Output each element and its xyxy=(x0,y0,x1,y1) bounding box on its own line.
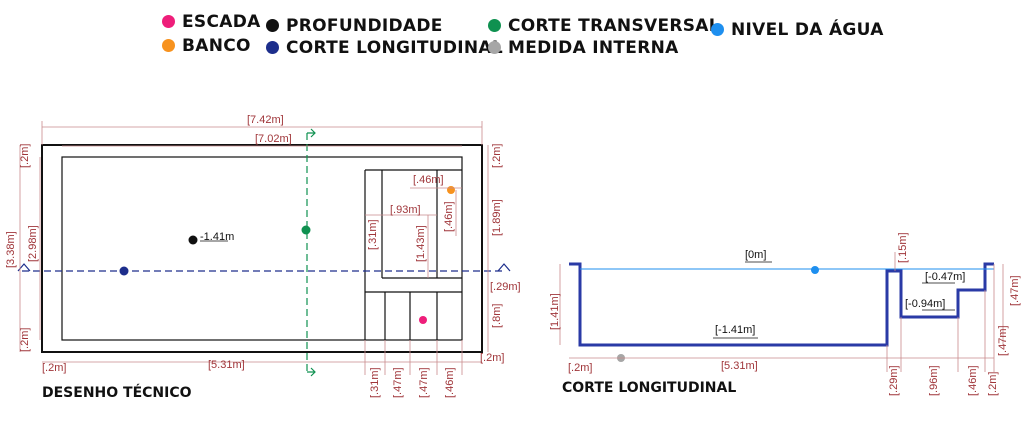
nivel-agua-dot-icon xyxy=(711,23,724,36)
legend-corte-transversal: CORTE TRANSVERSAL xyxy=(488,16,720,36)
section-bot-d: [.2m] xyxy=(987,372,999,396)
section-floor-label: [-1.41m] xyxy=(715,324,755,336)
arrow-right-icon xyxy=(307,128,316,138)
legend-banco: BANCO xyxy=(162,36,251,56)
profundidade-dot-icon xyxy=(266,19,279,32)
nivel-agua-marker xyxy=(811,266,819,274)
profundidade-marker xyxy=(188,235,198,245)
dim-left-top-wall: [.2m] xyxy=(19,144,31,168)
dim-bot-c: [.47m] xyxy=(418,367,430,398)
legend-label: BANCO xyxy=(182,36,251,56)
legend-label: CORTE LONGITUDINAL xyxy=(286,38,504,58)
section-right-h2: [.47m] xyxy=(997,325,1009,356)
banco-dot-icon xyxy=(162,39,175,52)
legend-corte-longitudinal: CORTE LONGITUDINAL xyxy=(266,38,503,58)
section-step2-label: [-0.94m] xyxy=(905,298,945,310)
dim-right-lower: [.8m] xyxy=(491,304,503,328)
escada-marker xyxy=(419,316,427,324)
legend-label: CORTE TRANSVERSAL xyxy=(508,16,720,36)
legend-label: MEDIDA INTERNA xyxy=(508,38,679,58)
dim-left-bottom-wall: [.2m] xyxy=(19,328,31,352)
escada-dot-icon xyxy=(162,15,175,28)
dim-inner-height: [2.98m] xyxy=(27,225,39,262)
legend-escada: ESCADA xyxy=(162,12,261,32)
dim-bot-a: [.31m] xyxy=(369,367,381,398)
plan-title: DESENHO TÉCNICO xyxy=(42,385,192,401)
section-bot-c: [.46m] xyxy=(967,365,979,396)
dim-bottom-left-wall: [.2m] xyxy=(42,362,66,374)
dim-inner-length: [7.02m] xyxy=(255,133,292,145)
corte-longitudinal-dot-icon xyxy=(266,41,279,54)
dim-right-mid: [.29m] xyxy=(490,281,521,293)
corte-transversal-marker xyxy=(301,225,311,235)
section-drawing: [0m] [-0.47m] [-0.94m] [-1.41m] [5.31m] … xyxy=(549,232,1021,396)
section-top-right: [.15m] xyxy=(897,232,909,263)
arrow-up-icon xyxy=(497,263,511,272)
legend-nivel-agua: NIVEL DA ÁGUA xyxy=(711,20,884,40)
banco-marker xyxy=(447,186,455,194)
dim-right-bottom-wall: [.2m] xyxy=(480,352,504,364)
dim-step-height: [1.43m] xyxy=(415,225,427,262)
section-right-h1: [.47m] xyxy=(1009,275,1021,306)
section-water-label: [0m] xyxy=(745,249,766,261)
dim-left-height: [3.38m] xyxy=(5,231,17,268)
dim-step-width: [.93m] xyxy=(390,204,421,216)
section-bot-len: [5.31m] xyxy=(721,360,758,372)
dim-bottom-length: [5.31m] xyxy=(208,359,245,371)
dim-bot-d: [.46m] xyxy=(444,367,456,398)
dim-bench-v: [.46m] xyxy=(443,201,455,232)
legend-label: PROFUNDIDADE xyxy=(286,16,443,36)
section-bot-wall: [.2m] xyxy=(568,362,592,374)
section-bot-a: [.29m] xyxy=(888,365,900,396)
dim-right-top-wall: [.2m] xyxy=(491,144,503,168)
arrow-right-icon xyxy=(307,367,316,377)
plan-inner-pool xyxy=(61,156,463,341)
section-step1-label: [-0.47m] xyxy=(925,271,965,283)
plan-drawing: -1.41m [7.42m] [7.02m] [5.31m] [.2m] [.4… xyxy=(5,114,521,398)
medida-interna-dot-icon xyxy=(488,41,501,54)
legend-medida-interna: MEDIDA INTERNA xyxy=(488,38,679,58)
pool-profile xyxy=(569,262,994,347)
legend-label: ESCADA xyxy=(182,12,261,32)
legend-profundidade: PROFUNDIDADE xyxy=(266,16,443,36)
plan-outer-wall xyxy=(41,144,483,353)
section-height: [1.41m] xyxy=(549,293,561,330)
dim-step-depth: [.31m] xyxy=(367,219,379,250)
section-title: CORTE LONGITUDINAL xyxy=(562,380,737,396)
depth-label: -1.41m xyxy=(200,231,234,243)
legend-label: NIVEL DA ÁGUA xyxy=(731,20,884,40)
dim-right-height: [1.89m] xyxy=(491,199,503,236)
corte-transversal-dot-icon xyxy=(488,19,501,32)
dim-bench: [.46m] xyxy=(413,174,444,186)
corte-longitudinal-marker xyxy=(119,266,129,276)
section-bot-b: [.96m] xyxy=(928,365,940,396)
dim-bot-b: [.47m] xyxy=(392,367,404,398)
dim-total-length: [7.42m] xyxy=(247,114,284,126)
